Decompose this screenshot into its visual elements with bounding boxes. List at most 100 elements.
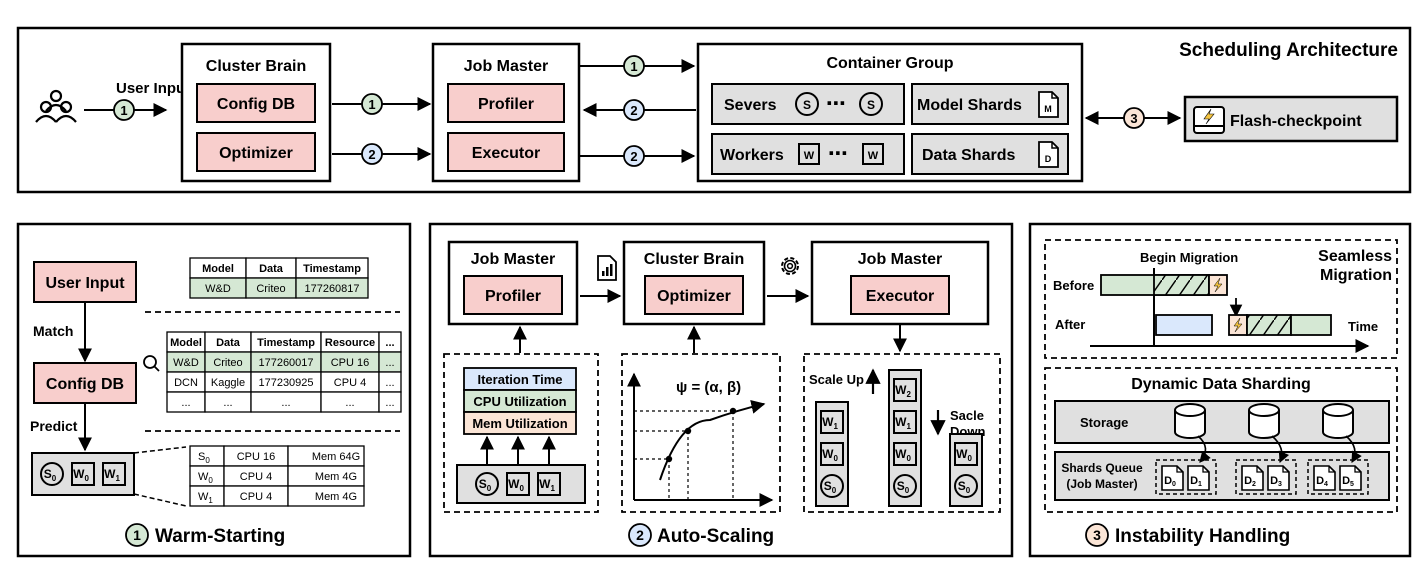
svg-text:1: 1 (133, 527, 141, 543)
svg-text:⋯: ⋯ (826, 93, 846, 115)
data-shard-icon: D4 (1313, 465, 1336, 491)
disk-drive-icon (1193, 106, 1225, 134)
scale-pod: S0 (893, 474, 917, 498)
db-cell: Model (170, 337, 202, 349)
container-group-box: Container Group Severs S ⋯ S Model Shard… (696, 42, 1084, 183)
svg-text:Cluster Brain: Cluster Brain (644, 251, 744, 268)
begin-migration-label: Begin Migration (1140, 250, 1238, 265)
step-badge-3: 3 (1123, 107, 1145, 129)
data-shard-icon: D5 (1339, 465, 1362, 491)
scale-down-label-1: Sacle (950, 408, 984, 423)
db-cell: CPU 16 (331, 357, 370, 369)
seamless-label-1: Seamless (1318, 248, 1392, 265)
match-label: Match (33, 323, 73, 339)
step-badge-2-jm: 2 (623, 145, 645, 167)
step-badge-2-cg: 2 (623, 99, 645, 121)
performance-curve: ψ = (α, β) (627, 372, 774, 507)
storage-cylinder-icon (1322, 403, 1354, 439)
svg-text:⋯: ⋯ (828, 143, 848, 165)
pred-cpu: CPU 4 (240, 471, 272, 483)
db-cell: ... (385, 357, 394, 369)
svg-text:2: 2 (368, 147, 375, 162)
instability-handling-panel: Seamless Migration Begin Migration Befor… (1028, 222, 1412, 558)
data-shard-icon: D3 (1267, 465, 1290, 491)
scale-pod: W0 (954, 442, 978, 466)
pred-mem: Mem 4G (315, 471, 357, 483)
auto-scaling-title: Auto-Scaling (657, 526, 774, 547)
input-cell: 177260817 (304, 283, 359, 295)
svg-text:W: W (804, 150, 815, 162)
data-shard-icon: D1 (1187, 465, 1210, 491)
db-cell: ... (385, 377, 394, 389)
step-badge-2-cb: 2 (361, 143, 383, 165)
chart-icon (597, 255, 617, 281)
warm-pod: W1 (102, 462, 126, 486)
svg-text:D5: D5 (1342, 475, 1354, 488)
db-cell: Data (216, 337, 241, 349)
scheduling-architecture-panel: Scheduling Architecture User Input 1 Clu… (16, 26, 1412, 194)
svg-text:Storage: Storage (1080, 415, 1128, 430)
pred-cpu: CPU 4 (240, 491, 272, 503)
db-cell: Timestamp (257, 337, 315, 349)
auto-profiler-box (463, 275, 563, 315)
instability-handling-title: Instability Handling (1115, 526, 1290, 547)
auto-scaling-caption: 2 Auto-Scaling (628, 523, 774, 547)
db-cell: CPU 4 (334, 377, 366, 389)
db-cell: Resource (325, 337, 375, 349)
svg-text:1: 1 (630, 59, 637, 74)
svg-text:D2: D2 (1244, 475, 1256, 488)
db-cell: ... (223, 397, 232, 409)
db-cell: W&D (173, 357, 199, 369)
pred-mem: Mem 4G (315, 491, 357, 503)
after-idle-bar (1155, 314, 1213, 336)
svg-text:W: W (868, 150, 879, 162)
svg-text:CPU Utilization: CPU Utilization (473, 394, 566, 409)
input-cell: W&D (205, 283, 231, 295)
svg-text:2: 2 (630, 103, 637, 118)
input-cell: Timestamp (303, 263, 361, 275)
cluster-brain-box: Cluster Brain Config DB Optimizer (180, 42, 332, 183)
svg-text:2: 2 (630, 149, 637, 164)
warm-starting-caption: 1 Warm-Starting (125, 523, 285, 547)
db-cell: Kaggle (211, 377, 245, 389)
scale-pod: W0 (820, 442, 844, 466)
warm-pod: W0 (71, 462, 95, 486)
auto-pod: W0 (506, 472, 530, 496)
gear-icon (781, 257, 799, 275)
optimizer-label: Optimizer (219, 145, 293, 162)
input-cell: Criteo (256, 283, 285, 295)
scale-pod: S0 (954, 474, 978, 498)
svg-text:3: 3 (1093, 527, 1101, 543)
step-badge-1-jm: 1 (623, 55, 645, 77)
db-cell: 177230925 (258, 377, 313, 389)
pred-mem: Mem 64G (312, 451, 360, 463)
after-label: After (1055, 317, 1085, 332)
before-label: Before (1053, 278, 1094, 293)
svg-text:3: 3 (1130, 111, 1137, 126)
scale-pod: W0 (893, 442, 917, 466)
input-cell: Data (259, 263, 284, 275)
model-document-icon: M (1038, 91, 1059, 118)
step-badge-1-cb: 1 (361, 93, 383, 115)
after-timeline-bar (1290, 314, 1332, 336)
severs-label: Severs (724, 97, 777, 114)
scheduling-architecture-title: Scheduling Architecture (1179, 40, 1398, 61)
container-group-title: Container Group (826, 55, 953, 72)
svg-text:Mem Utilization: Mem Utilization (472, 416, 567, 431)
flash-checkpoint-label: Flash-checkpoint (1230, 113, 1362, 130)
svg-text:Iteration Time: Iteration Time (477, 372, 562, 387)
db-cell: ... (345, 397, 354, 409)
search-icon (143, 355, 160, 372)
svg-text:1: 1 (368, 97, 375, 112)
svg-text:S: S (867, 98, 875, 112)
svg-text:Shards Queue: Shards Queue (1061, 461, 1143, 475)
